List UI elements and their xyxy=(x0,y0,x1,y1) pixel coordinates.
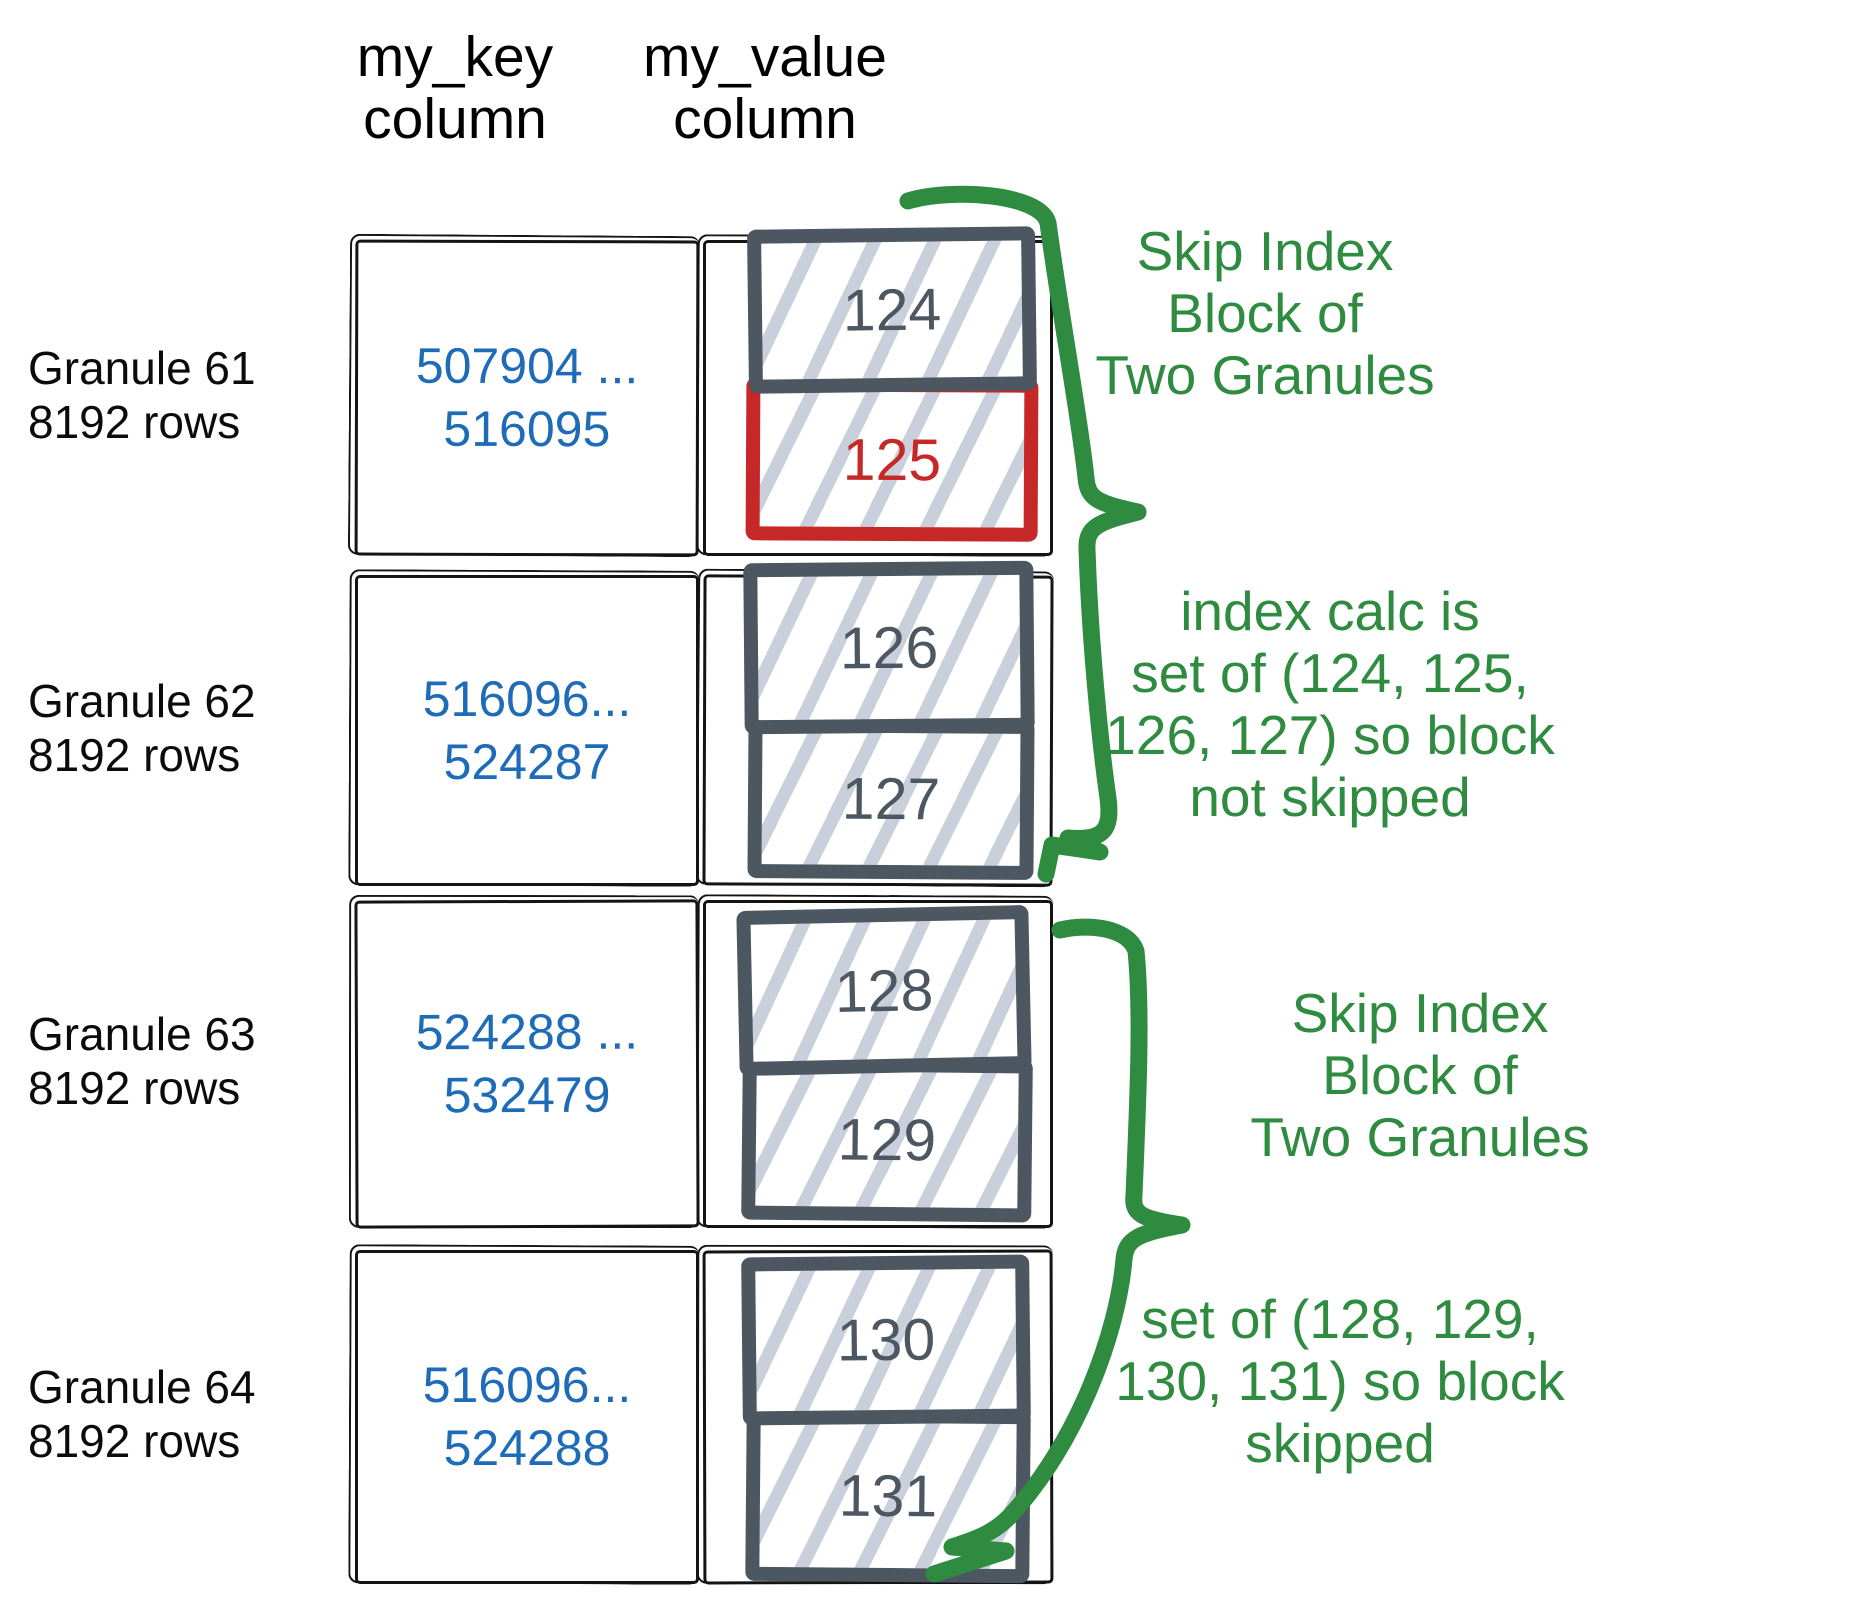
value-block-128: 128 xyxy=(736,904,1032,1077)
annotation-line: Block of xyxy=(1167,282,1363,344)
value-block-number: 131 xyxy=(838,1462,938,1529)
value-block-number: 128 xyxy=(834,956,934,1025)
value-block-number: 127 xyxy=(841,765,941,833)
key-column-header-line2: column xyxy=(363,87,547,151)
value-block-131: 131 xyxy=(745,1407,1031,1584)
key-range-granule-62: 516096... 524287 xyxy=(423,668,632,794)
granule-62-name: Granule 62 xyxy=(28,674,256,727)
key-box-granule-63: 524288 ... 532479 xyxy=(354,899,700,1229)
annotation-skip-block-bottom: Skip Index Block of Two Granules xyxy=(1170,982,1670,1168)
key-column-header: my_key column xyxy=(270,26,640,150)
key-range-granule-64: 516096... 524288 xyxy=(423,1354,632,1480)
key-column-header-line1: my_key xyxy=(356,25,554,89)
annotation-line: Skip Index xyxy=(1291,982,1549,1044)
value-column-header-line2: column xyxy=(673,87,857,151)
value-block-130: 130 xyxy=(741,1254,1031,1426)
annotation-line: 130, 131) so block xyxy=(1115,1350,1565,1412)
granule-63-label: Granule 63 8192 rows xyxy=(28,900,328,1222)
granule-61-label: Granule 61 8192 rows xyxy=(28,240,328,550)
annotation-line: Two Granules xyxy=(1250,1106,1590,1168)
annotation-index-calc-skipped: set of (128, 129, 130, 131) so block ski… xyxy=(1090,1288,1590,1474)
annotation-line: not skipped xyxy=(1189,766,1471,828)
value-block-number: 126 xyxy=(839,614,939,681)
value-block-127: 127 xyxy=(747,718,1035,880)
key-range-max: 516095 xyxy=(443,400,611,458)
value-column-header: my_value column xyxy=(580,26,950,150)
key-box-granule-62: 516096... 524287 xyxy=(355,575,699,886)
granule-62-label: Granule 62 8192 rows xyxy=(28,575,328,880)
value-block-number: 124 xyxy=(842,276,942,344)
granule-62-rows: 8192 rows xyxy=(28,728,241,781)
annotation-line: Skip Index xyxy=(1136,220,1394,282)
annotation-line: skipped xyxy=(1245,1412,1435,1474)
annotation-line: set of (128, 129, xyxy=(1141,1288,1539,1350)
value-block-126: 126 xyxy=(743,560,1035,735)
value-block-number: 130 xyxy=(836,1306,936,1374)
key-range-granule-63: 524288 ... 532479 xyxy=(416,1001,639,1128)
granule-63-rows: 8192 rows xyxy=(28,1062,241,1114)
granule-64-label: Granule 64 8192 rows xyxy=(28,1250,328,1578)
value-block-125-highlighted: 125 xyxy=(745,377,1039,542)
granule-64-name: Granule 64 xyxy=(28,1361,256,1413)
key-box-granule-61: 507904 ... 516095 xyxy=(354,239,700,557)
key-range-granule-61: 507904 ... 516095 xyxy=(416,335,639,462)
key-range-max: 524288 xyxy=(443,1420,611,1476)
annotation-line: index calc is xyxy=(1180,580,1480,642)
granule-61-name: Granule 61 xyxy=(28,342,256,394)
value-block-number: 129 xyxy=(837,1105,937,1174)
value-block-129: 129 xyxy=(741,1056,1033,1223)
annotation-line: Two Granules xyxy=(1095,344,1435,406)
granule-63-name: Granule 63 xyxy=(28,1008,256,1060)
key-box-granule-64: 516096... 524288 xyxy=(355,1250,699,1584)
key-range-min: 516096... xyxy=(422,1357,632,1413)
value-block-124: 124 xyxy=(747,226,1037,394)
key-range-min: 507904 ... xyxy=(415,337,639,395)
granule-61-rows: 8192 rows xyxy=(28,396,241,448)
key-range-min: 524288 ... xyxy=(415,1003,639,1061)
annotation-line: 126, 127) so block xyxy=(1105,704,1555,766)
annotation-skip-block-top: Skip Index Block of Two Granules xyxy=(1040,220,1490,406)
annotation-index-calc-not-skipped: index calc is set of (124, 125, 126, 127… xyxy=(1080,580,1580,828)
key-range-max: 524287 xyxy=(443,733,611,790)
value-column-header-line1: my_value xyxy=(643,25,887,89)
value-block-number: 125 xyxy=(842,426,942,493)
annotation-line: Block of xyxy=(1322,1044,1518,1106)
granule-64-rows: 8192 rows xyxy=(28,1415,241,1467)
key-range-max: 532479 xyxy=(443,1066,611,1124)
key-range-min: 516096... xyxy=(422,670,632,727)
annotation-line: set of (124, 125, xyxy=(1131,642,1529,704)
